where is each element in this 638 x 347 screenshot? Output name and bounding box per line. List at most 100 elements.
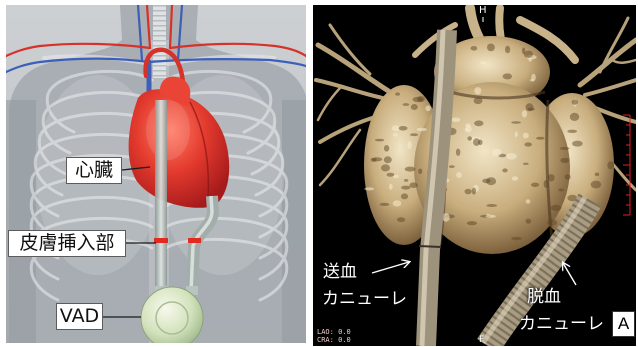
fat-texture-spot (399, 126, 408, 131)
fat-texture-spot (591, 181, 602, 189)
fat-texture-spot (607, 161, 614, 169)
inflow-cannula-label-line1: 脱血 (527, 287, 561, 307)
fat-texture-spot (486, 215, 496, 218)
fat-texture-spot (364, 187, 374, 190)
fat-texture-spot (529, 58, 532, 62)
fat-texture-spot (449, 165, 455, 168)
fat-texture-spot (407, 141, 411, 149)
fat-texture-spot (456, 149, 460, 156)
outflow-graft (155, 100, 167, 292)
skin-insertion-label: 皮膚挿入部 (8, 230, 126, 257)
fat-texture-spot (526, 199, 531, 203)
lao-angle-readout: LAO: 0.0 (317, 328, 351, 336)
fat-texture-spot (567, 130, 577, 133)
fat-texture-spot (478, 140, 482, 146)
fat-texture-spot (410, 133, 418, 136)
fat-texture-spot (572, 141, 583, 147)
fat-texture-spot (528, 108, 535, 111)
orientation-marker-bottom: F (479, 336, 484, 345)
fat-texture-spot (595, 173, 600, 177)
heart-label: 心臓 (66, 157, 122, 184)
fat-texture-spot (384, 156, 392, 163)
fat-texture-spot (389, 184, 393, 190)
fat-texture-spot (395, 92, 400, 95)
fat-texture-spot (524, 51, 533, 58)
fat-texture-spot (467, 136, 472, 140)
fat-texture-spot (548, 174, 555, 181)
fat-texture-spot (401, 193, 408, 199)
fat-texture-spot (511, 237, 522, 240)
fat-texture-spot (384, 145, 389, 152)
fat-texture-spot (524, 142, 532, 146)
fat-texture-spot (572, 99, 578, 104)
fat-texture-spot (565, 174, 571, 180)
fat-texture-spot (466, 126, 472, 133)
fat-texture-spot (393, 133, 398, 137)
fat-texture-spot (523, 163, 529, 165)
fat-texture-spot (526, 219, 532, 224)
heart-highlight (146, 100, 190, 160)
fat-texture-spot (465, 189, 472, 195)
outflow-cannula-band (419, 246, 441, 247)
fat-texture-spot (522, 110, 527, 117)
fat-texture-spot (487, 44, 495, 52)
fat-texture-spot (387, 173, 395, 177)
fat-texture-spot (570, 113, 579, 121)
inflow-cannula-label-line2: カニューレ (519, 314, 604, 334)
fat-texture-spot (486, 177, 496, 185)
fat-texture-spot (397, 217, 405, 222)
fat-texture-spot (393, 200, 402, 206)
fat-texture-spot (531, 183, 539, 187)
fat-texture-spot (486, 204, 497, 207)
fat-texture-spot (413, 97, 424, 102)
vad-illustration-panel (6, 5, 309, 347)
cra-angle-readout: CRA: 0.0 (317, 336, 351, 344)
fat-texture-spot (418, 169, 422, 175)
fat-texture-spot (404, 179, 408, 182)
fat-texture-spot (474, 97, 483, 104)
fat-texture-spot (401, 186, 410, 190)
fat-texture-spot (405, 167, 416, 172)
fat-texture-spot (512, 176, 518, 181)
fat-texture-spot (474, 87, 481, 94)
fat-texture-spot (372, 157, 382, 161)
fat-texture-spot (560, 147, 570, 150)
vad-pump-body (141, 287, 203, 347)
fat-texture-spot (558, 189, 564, 192)
fat-texture-spot (492, 149, 502, 157)
fat-texture-spot (403, 103, 410, 106)
fat-texture-spot (456, 172, 462, 178)
vad-label: VAD (56, 303, 103, 330)
fat-texture-spot (425, 105, 430, 111)
fat-texture-spot (451, 118, 460, 123)
fat-texture-spot (467, 221, 477, 225)
fat-texture-spot (523, 133, 529, 139)
panel-label-badge: A (612, 311, 635, 337)
fat-texture-spot (506, 153, 517, 160)
fat-texture-spot (411, 104, 418, 110)
fat-texture-spot (551, 205, 562, 211)
fat-texture-spot (375, 139, 384, 142)
fat-texture-spot (505, 46, 510, 53)
fat-texture-spot (547, 220, 557, 226)
fat-texture-spot (480, 62, 486, 65)
fat-texture-spot (471, 46, 478, 51)
orientation-marker-top: H (479, 6, 487, 16)
fat-texture-spot (380, 203, 390, 206)
outflow-cannula-label-line2: カニューレ (322, 289, 407, 309)
fat-texture-spot (536, 137, 544, 140)
fat-texture-spot (515, 132, 518, 138)
fat-texture-spot (502, 168, 507, 172)
fat-texture-spot (560, 158, 569, 163)
fat-texture-spot (392, 125, 400, 131)
skin-insertion-band-right (188, 238, 201, 243)
fat-texture-spot (416, 128, 427, 131)
fat-texture-spot (474, 120, 483, 126)
fat-texture-spot (381, 164, 390, 171)
fat-texture-spot (409, 182, 417, 188)
fat-texture-spot (511, 121, 521, 123)
fat-texture-spot (544, 180, 549, 188)
outflow-cannula-label-line1: 送血 (323, 262, 357, 282)
fat-texture-spot (503, 73, 512, 79)
